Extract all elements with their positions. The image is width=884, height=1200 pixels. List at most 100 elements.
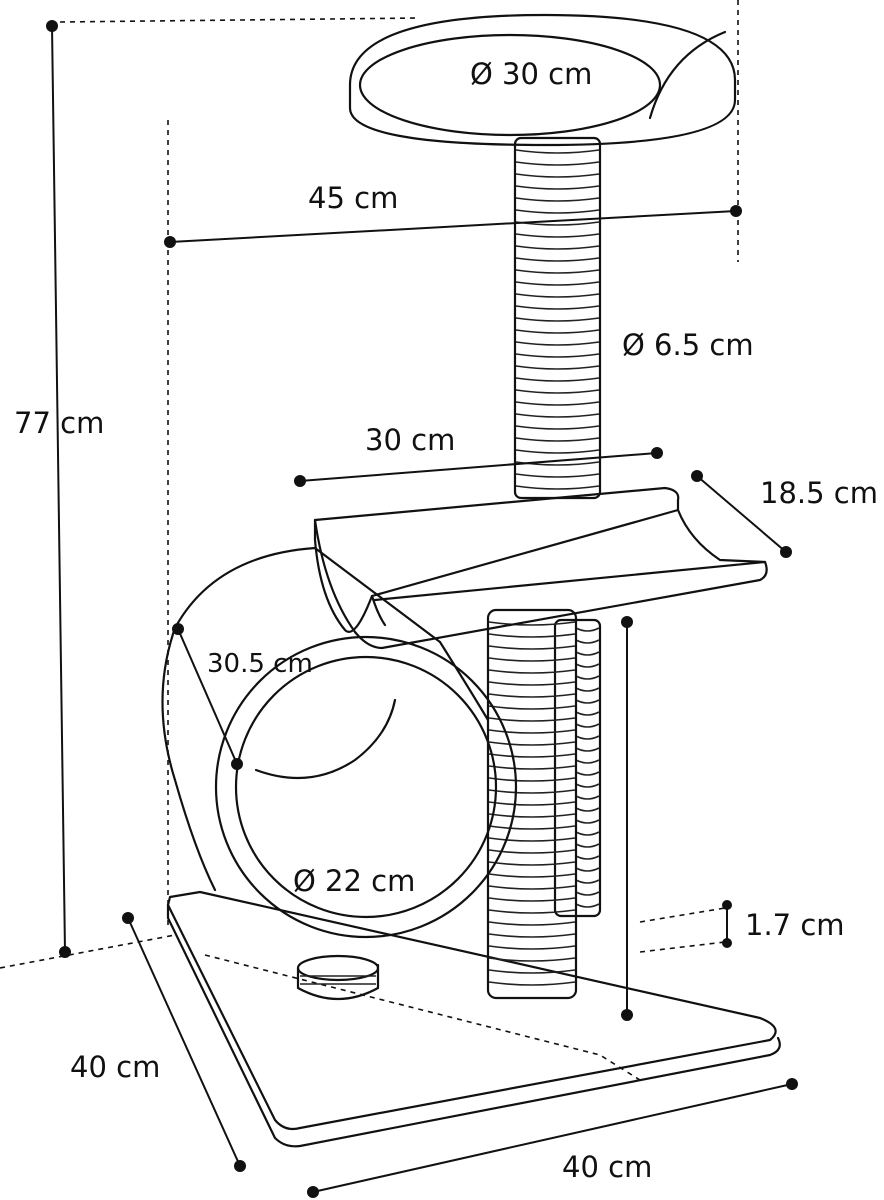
tunnel-length-label: 30.5 cm — [207, 649, 313, 679]
rope-wind-back — [575, 819, 600, 824]
rope-wind-upper — [515, 389, 600, 394]
rope-wind-back — [575, 639, 600, 644]
dimension-lines — [51, 25, 793, 1193]
rope-wind-back — [575, 747, 600, 752]
rope-wind-front — [488, 729, 576, 734]
rope-wind-front — [488, 981, 576, 986]
rope-wind-front — [488, 705, 576, 710]
rope-wind-back — [575, 795, 600, 800]
upper-post — [513, 136, 602, 500]
rope-wind-upper — [515, 161, 600, 166]
rope-wind-front — [488, 945, 576, 950]
shelf-length-label: 30 cm — [365, 423, 455, 457]
rope-wind-upper — [515, 329, 600, 334]
base-thickness-label: 1.7 cm — [745, 908, 845, 942]
rope-wind-upper — [515, 341, 600, 346]
rope-wind-front — [488, 897, 576, 902]
rope-wind-back — [575, 771, 600, 776]
rope-wind-front — [488, 837, 576, 842]
rope-wind-upper — [515, 293, 600, 298]
rope-wind-front — [488, 801, 576, 806]
top-diameter-label: Ø 30 cm — [470, 57, 592, 91]
rope-wind-upper — [515, 185, 600, 190]
rope-wind-upper — [515, 269, 600, 274]
rope-wind-upper — [515, 365, 600, 370]
rope-wind-upper — [515, 245, 600, 250]
rope-wind-front — [488, 813, 576, 818]
rope-wind-front — [488, 669, 576, 674]
rope-wind-upper — [515, 233, 600, 238]
tunnel — [161, 546, 518, 939]
rope-wind-back — [575, 807, 600, 812]
rope-wind-upper — [515, 209, 600, 214]
lower-post-front — [486, 608, 578, 1000]
rope-wind-back — [575, 879, 600, 884]
rope-wind-upper — [515, 353, 600, 358]
rope-wind-front — [488, 789, 576, 794]
extension-lines — [0, 0, 739, 1081]
rope-wind-front — [488, 873, 576, 878]
rope-wind-front — [488, 921, 576, 926]
rope-wind-back — [575, 831, 600, 836]
rope-wind-back — [575, 723, 600, 728]
rope-wind-back — [575, 855, 600, 860]
rope-wind-front — [488, 957, 576, 962]
rope-wind-back — [575, 891, 600, 896]
rope-wind-upper — [515, 149, 600, 154]
rope-wind-front — [488, 765, 576, 770]
rope-wind-back — [575, 627, 600, 632]
rope-wind-front — [488, 693, 576, 698]
rope-wind-front — [488, 861, 576, 866]
rope-wind-front — [488, 621, 576, 626]
rope-wind-upper — [515, 317, 600, 322]
shelf-depth-label: 18.5 cm — [760, 476, 878, 510]
rope-wind-upper — [515, 401, 600, 406]
rope-wind-front — [488, 825, 576, 830]
rope-wind-back — [575, 783, 600, 788]
base-depth-label: 40 cm — [70, 1050, 160, 1084]
rope-wind-upper — [515, 173, 600, 178]
rope-wind-back — [575, 759, 600, 764]
rope-wind-back — [575, 699, 600, 704]
overall-width-label: 45 cm — [308, 181, 398, 215]
rope-wind-front — [488, 717, 576, 722]
rope-wind-front — [488, 885, 576, 890]
rope-wind-front — [488, 849, 576, 854]
rope-wind-front — [488, 633, 576, 638]
rope-wind-front — [488, 645, 576, 650]
rope-wind-back — [575, 867, 600, 872]
dimension-labels: Ø 30 cm 45 cm Ø 6.5 cm 77 cm 30 cm 18.5 … — [14, 57, 878, 1184]
rope-wind-back — [575, 663, 600, 668]
rope-wind-back — [575, 711, 600, 716]
base-width-label: 40 cm — [562, 1150, 652, 1184]
rope-wind-front — [488, 657, 576, 662]
middle-shelf — [313, 486, 768, 650]
rope-wind-upper — [515, 485, 600, 490]
top-platform — [348, 13, 737, 147]
rope-wind-front — [488, 753, 576, 758]
rope-wind-back — [575, 843, 600, 848]
rope-wind-front — [488, 681, 576, 686]
rope-wind-back — [575, 735, 600, 740]
rope-wind-back — [575, 675, 600, 680]
rope-wind-upper — [515, 473, 600, 478]
rope-wind-upper — [515, 449, 600, 454]
rope-wind-upper — [515, 437, 600, 442]
dimension-endpoints — [46, 20, 798, 1198]
rope-wind-upper — [515, 281, 600, 286]
tunnel-foot-post — [296, 954, 380, 1001]
rope-wind-back — [575, 687, 600, 692]
rope-wind-front — [488, 741, 576, 746]
rope-wind-front — [488, 969, 576, 974]
rope-wind-upper — [515, 305, 600, 310]
rope-wind-upper — [515, 413, 600, 418]
rope-wind-back — [575, 903, 600, 908]
tunnel-diameter-label: Ø 22 cm — [293, 864, 415, 898]
rope-wind-upper — [515, 377, 600, 382]
rope-wind-front — [488, 909, 576, 914]
rope-wind-front — [488, 933, 576, 938]
rope-wind-upper — [515, 257, 600, 262]
rope-wind-upper — [515, 197, 600, 202]
base-board — [166, 890, 781, 1148]
